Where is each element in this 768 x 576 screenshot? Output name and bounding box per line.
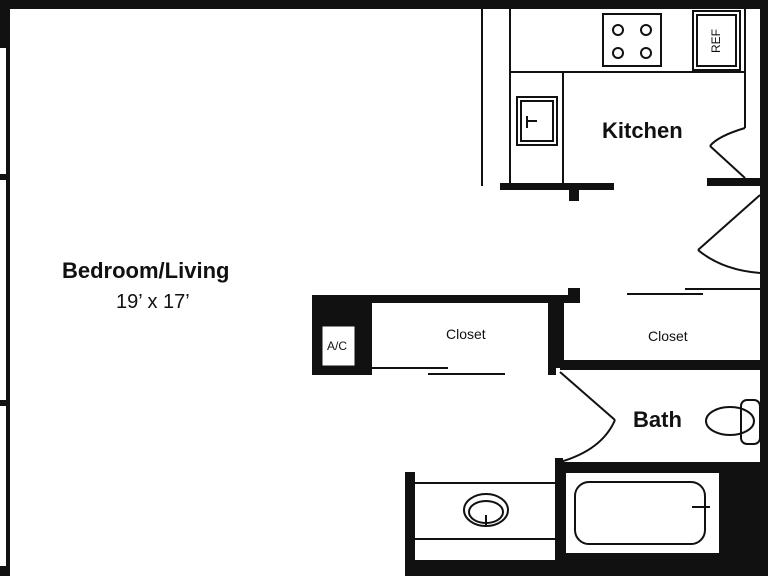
room-label-living: Bedroom/Living [62,258,230,283]
left-windows [0,48,6,566]
room-label-kitchen: Kitchen [602,118,683,143]
ac-label: A/C [327,339,348,353]
bath-door [559,371,616,463]
bath-walls [555,458,563,562]
refrigerator-icon [692,10,741,71]
wall-bottom-left-return [405,472,415,576]
room-label-closet-left: Closet [446,326,486,342]
kitchen-counters [481,9,746,186]
wall-top [0,0,768,9]
toilet-icon [705,399,761,445]
closet-left-doors [372,367,505,375]
room-label-bath: Bath [633,407,682,432]
room-dimensions-living: 19’ x 17’ [116,291,190,313]
kitchen-door [709,127,746,179]
kitchen-sink-icon [516,96,558,146]
vanity-sink-icon [415,482,555,540]
ac-closet [312,295,372,375]
entry-door [697,194,761,274]
wall-right [760,0,768,468]
kitchen-walls [500,178,760,201]
hall-walls [312,288,768,375]
bathtub-icon [564,471,721,555]
closet-right-doors [627,288,760,295]
room-label-closet-right: Closet [648,328,688,344]
refrigerator-label: REF [709,29,723,53]
stove-icon [602,13,662,67]
